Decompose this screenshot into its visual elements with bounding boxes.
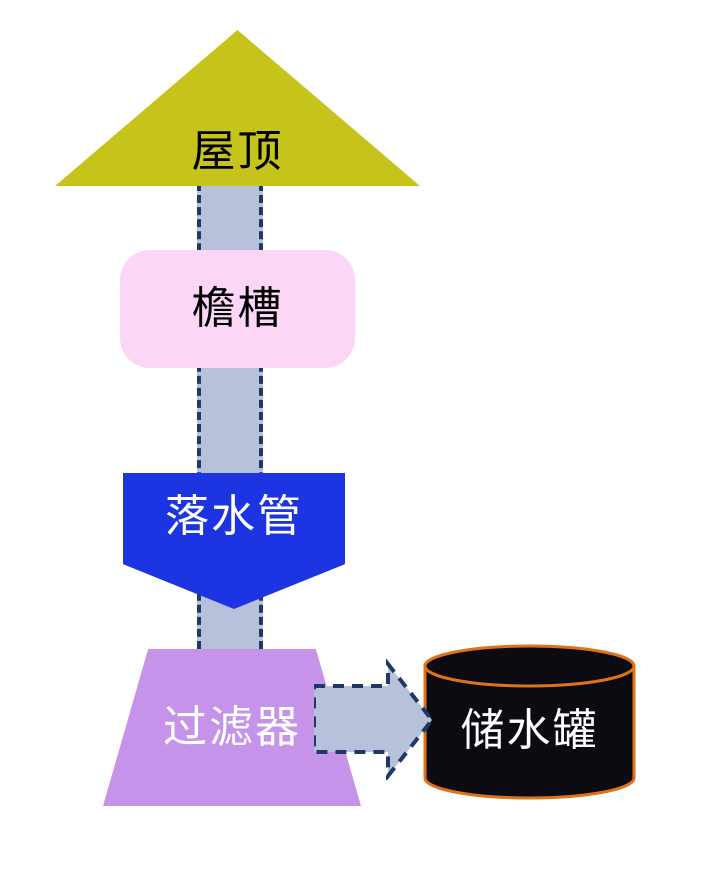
gutter-label: 檐槽 [191, 283, 284, 334]
filter-label: 过滤器 [163, 701, 301, 753]
horizontal-flow-arrow [314, 658, 435, 780]
downpipe-label: 落水管 [165, 491, 303, 542]
roof-node: 屋顶 [55, 30, 420, 186]
right-arrow-icon [314, 658, 435, 780]
downpipe-node: 落水管 [123, 473, 345, 609]
tank-label-box: 储水罐 [422, 643, 637, 801]
tank-node [423, 644, 636, 800]
tank-label: 储水罐 [460, 705, 599, 756]
tank-rim [423, 644, 636, 688]
tank-body [423, 664, 636, 800]
roof-label: 屋顶 [191, 126, 284, 177]
gutter-node: 檐槽 [120, 250, 355, 368]
